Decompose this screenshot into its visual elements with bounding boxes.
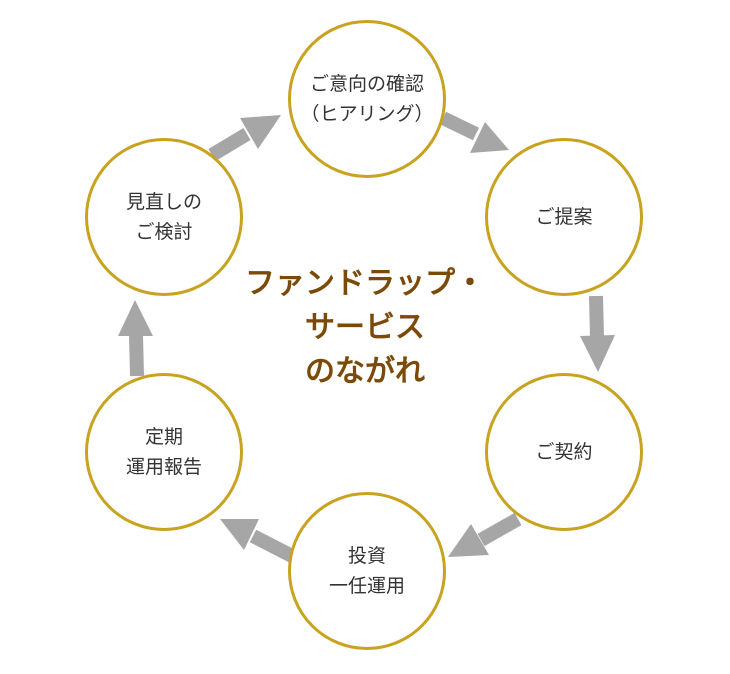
step-report-line2: 運用報告	[125, 456, 202, 478]
diagram-title-line1: ファンドラップ・	[245, 266, 485, 301]
step-contract: ご契約	[485, 373, 643, 531]
step-hearing: ご意向の確認 （ヒアリング）	[288, 20, 446, 178]
diagram-title-line3: のながれ	[305, 354, 425, 389]
step-review-line2: ご検討	[135, 221, 193, 243]
step-investment: 投資 一任運用	[288, 492, 446, 650]
step-review: 見直しの ご検討	[85, 138, 243, 296]
step-investment-line1: 投資	[347, 545, 386, 567]
step-report-line1: 定期	[144, 426, 183, 448]
step-contract-line1: ご契約	[535, 441, 593, 463]
step-review-line1: 見直しの	[125, 191, 202, 213]
step-proposal: ご提案	[485, 138, 643, 296]
step-investment-line2: 一任運用	[328, 575, 405, 597]
step-hearing-line1: ご意向の確認	[309, 73, 424, 95]
arrow-report-to-review	[118, 300, 153, 377]
arrow-investment-to-report	[220, 519, 296, 563]
arrow-hearing-to-proposal	[439, 111, 509, 153]
arrow-contract-to-investment	[448, 512, 522, 557]
diagram-title-line2: サービス	[305, 310, 425, 345]
step-report: 定期 運用報告	[85, 373, 243, 531]
arrow-proposal-to-contract	[580, 295, 615, 372]
step-proposal-line1: ご提案	[535, 206, 593, 228]
diagram-title: ファンドラップ・ サービス のながれ	[215, 262, 515, 394]
step-hearing-line2: （ヒアリング）	[300, 103, 434, 125]
arrow-review-to-hearing	[208, 115, 281, 162]
